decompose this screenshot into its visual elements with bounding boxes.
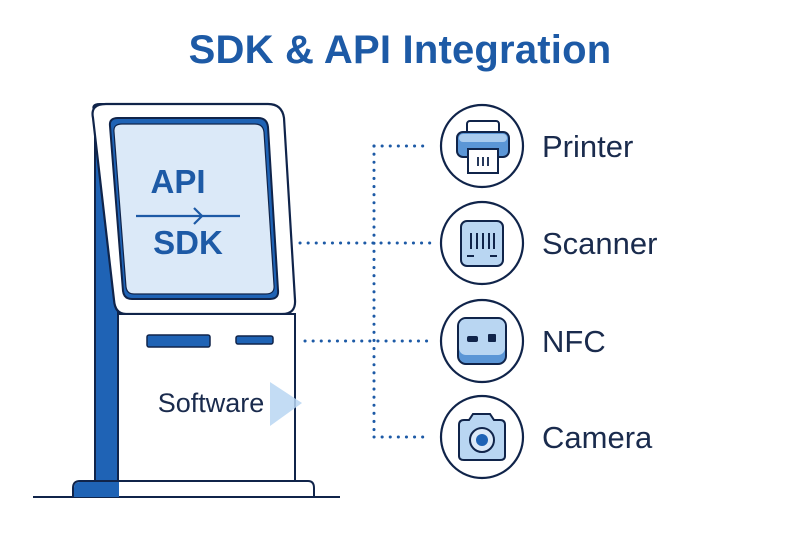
- barcode-scanner-icon: [460, 220, 504, 267]
- kiosk-base: [72, 480, 315, 498]
- kiosk-base-accent: [74, 482, 119, 497]
- nfc-reader-icon: [457, 317, 507, 365]
- device-label-scanner: Scanner: [542, 226, 657, 261]
- printer-icon: [456, 120, 510, 174]
- screen-label-api: API: [150, 163, 205, 200]
- device-camera[interactable]: Camera: [439, 394, 653, 480]
- screen-arrow-icon: [193, 207, 204, 225]
- kiosk: API SDK Software: [72, 102, 315, 498]
- device-printer[interactable]: Printer: [439, 103, 633, 189]
- device-label-camera: Camera: [542, 420, 653, 455]
- device-label-nfc: NFC: [542, 324, 606, 359]
- software-arrow-icon: [270, 382, 302, 426]
- diagram-title: SDK & API Integration: [188, 28, 612, 72]
- device-scanner[interactable]: Scanner: [439, 200, 657, 286]
- receipt-slot: [235, 335, 274, 345]
- connectors: [298, 144, 432, 439]
- software-label: Software: [158, 388, 265, 418]
- device-label-printer: Printer: [542, 129, 633, 164]
- camera-icon: [458, 413, 506, 461]
- device-nfc[interactable]: NFC: [439, 298, 606, 384]
- screen-label-sdk: SDK: [153, 224, 223, 261]
- card-slot: [146, 334, 211, 348]
